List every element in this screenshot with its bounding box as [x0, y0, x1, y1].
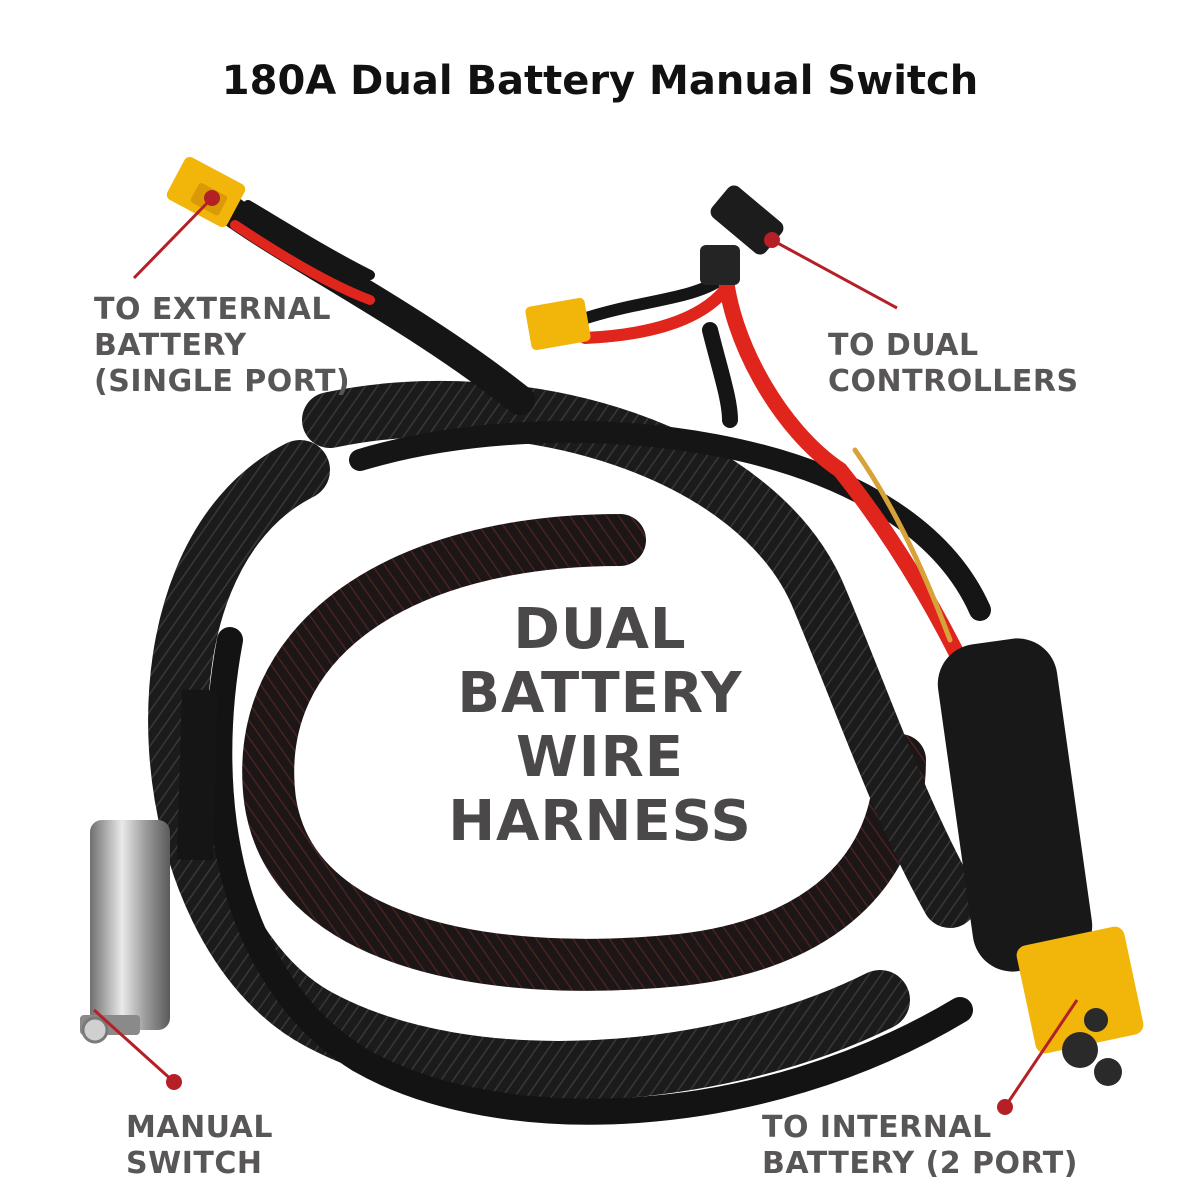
callout-line-3: (SINGLE PORT) — [94, 364, 351, 399]
callout-line-1: MANUAL — [126, 1110, 273, 1145]
page-title: 180A Dual Battery Manual Switch — [221, 58, 979, 104]
xt60-connector-middle — [525, 297, 591, 351]
xt90-connector-internal — [1016, 926, 1144, 1086]
callout-manual-switch: MANUAL SWITCH — [126, 1110, 273, 1182]
callout-line-1: TO EXTERNAL — [94, 292, 332, 327]
controller-leads — [574, 262, 968, 668]
callout-line-2: CONTROLLERS — [828, 364, 1079, 399]
center-line-1: DUAL — [513, 597, 687, 662]
callout-lines — [92, 196, 1079, 1108]
center-line-3: WIRE — [516, 725, 684, 790]
callout-external-battery: TO EXTERNAL BATTERY (SINGLE PORT) — [94, 292, 350, 400]
center-line-4: HARNESS — [448, 789, 752, 854]
external-battery-lead — [215, 195, 535, 415]
center-heading: DUAL BATTERY WIRE HARNESS — [420, 598, 780, 854]
callout-line-2: SWITCH — [126, 1146, 263, 1181]
splice-block — [937, 638, 1093, 972]
callout-line-2: BATTERY — [94, 328, 247, 363]
callout-line-1: TO DUAL — [828, 328, 979, 363]
callout-internal-battery: TO INTERNAL BATTERY (2 PORT) — [762, 1110, 1078, 1182]
cable-loops — [148, 322, 991, 1125]
callout-dots — [166, 190, 1013, 1115]
callout-dual-controllers: TO DUAL CONTROLLERS — [828, 328, 1079, 400]
center-line-2: BATTERY — [457, 661, 743, 726]
callout-line-2: BATTERY (2 PORT) — [762, 1146, 1078, 1181]
callout-line-1: TO INTERNAL — [762, 1110, 992, 1145]
